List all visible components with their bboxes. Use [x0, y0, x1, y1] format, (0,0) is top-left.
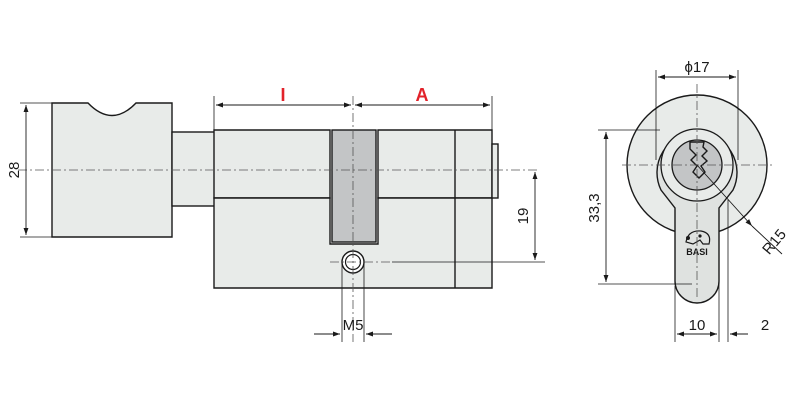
- dim-cam-19: 19: [515, 208, 532, 225]
- brand-text: BASI: [686, 247, 708, 257]
- cylinder-end-cap: [491, 143, 499, 199]
- side-view: I A 28 19 M5: [6, 85, 545, 342]
- dim-leader-r15: [751, 225, 783, 255]
- dim-line-r15: [696, 164, 753, 227]
- dim-offset-2: 2: [761, 317, 769, 334]
- end-view: BASI ϕ17 33,3 R15 10 2: [586, 59, 790, 342]
- cam: [331, 129, 377, 243]
- label-inner: I: [280, 85, 285, 105]
- dim-screw-m5: M5: [343, 317, 364, 334]
- dim-height-28: 28: [6, 162, 23, 179]
- cylinder-inner-half: [213, 129, 331, 199]
- dim-diameter-17: ϕ17: [684, 59, 709, 76]
- cylinder-outer-half: [377, 129, 493, 199]
- brand-logo: [685, 230, 711, 245]
- knob-shaft: [171, 131, 217, 207]
- label-outer: A: [416, 85, 429, 105]
- cylinder-lower-body: [213, 197, 493, 289]
- dim-height-33-3: 33,3: [586, 193, 603, 222]
- dim-width-10: 10: [689, 317, 706, 334]
- keyway: [689, 141, 709, 179]
- dim-radius-15: R15: [759, 226, 790, 258]
